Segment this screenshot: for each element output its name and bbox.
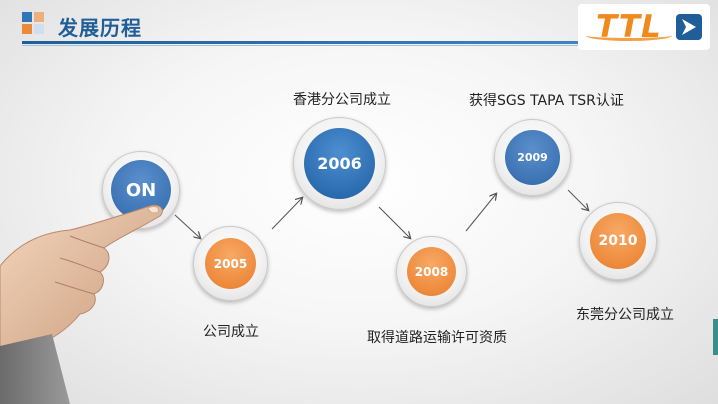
caption-2005: 公司成立 (203, 324, 259, 340)
year-label: 2010 (590, 213, 646, 269)
header-rule (22, 41, 578, 44)
caption-2008: 取得道路运输许可资质 (367, 330, 507, 346)
pointing-hand-icon (0, 204, 163, 404)
year-label: 2008 (407, 247, 456, 296)
arrow-2008-to-2009 (465, 194, 496, 232)
arrow-on-to-2005 (174, 214, 200, 238)
caption-2006: 香港分公司成立 (293, 92, 391, 108)
logo-swoosh (586, 30, 672, 41)
logo-arrow-icon (676, 14, 702, 40)
arrow-2006-to-2008 (378, 206, 410, 238)
arrow-2009-to-2010 (567, 189, 588, 210)
timeline-node-2005: 2005 (193, 226, 268, 301)
header-decor-square (34, 12, 44, 22)
arrow-2005-to-2006 (271, 198, 302, 230)
timeline-node-2009: 2009 (494, 119, 571, 196)
timeline-node-2006: 2006 (293, 117, 386, 210)
caption-2010: 东莞分公司成立 (576, 307, 674, 323)
logo-text: TTL (596, 9, 662, 45)
page-title: 发展历程 (58, 16, 142, 40)
header-decor-square (22, 24, 32, 34)
edge-decor-strip (713, 319, 718, 355)
year-label: 2009 (505, 130, 560, 185)
timeline-node-2008: 2008 (396, 236, 467, 307)
timeline-node-2010: 2010 (579, 202, 657, 280)
header-rule-thin (22, 45, 578, 46)
header-decor-square (34, 24, 44, 34)
year-label: 2005 (205, 238, 256, 289)
header-decor-square (22, 12, 32, 22)
year-label: 2006 (304, 128, 375, 199)
company-logo: TTL (578, 4, 710, 50)
caption-2009: 获得SGS TAPA TSR认证 (469, 93, 624, 109)
